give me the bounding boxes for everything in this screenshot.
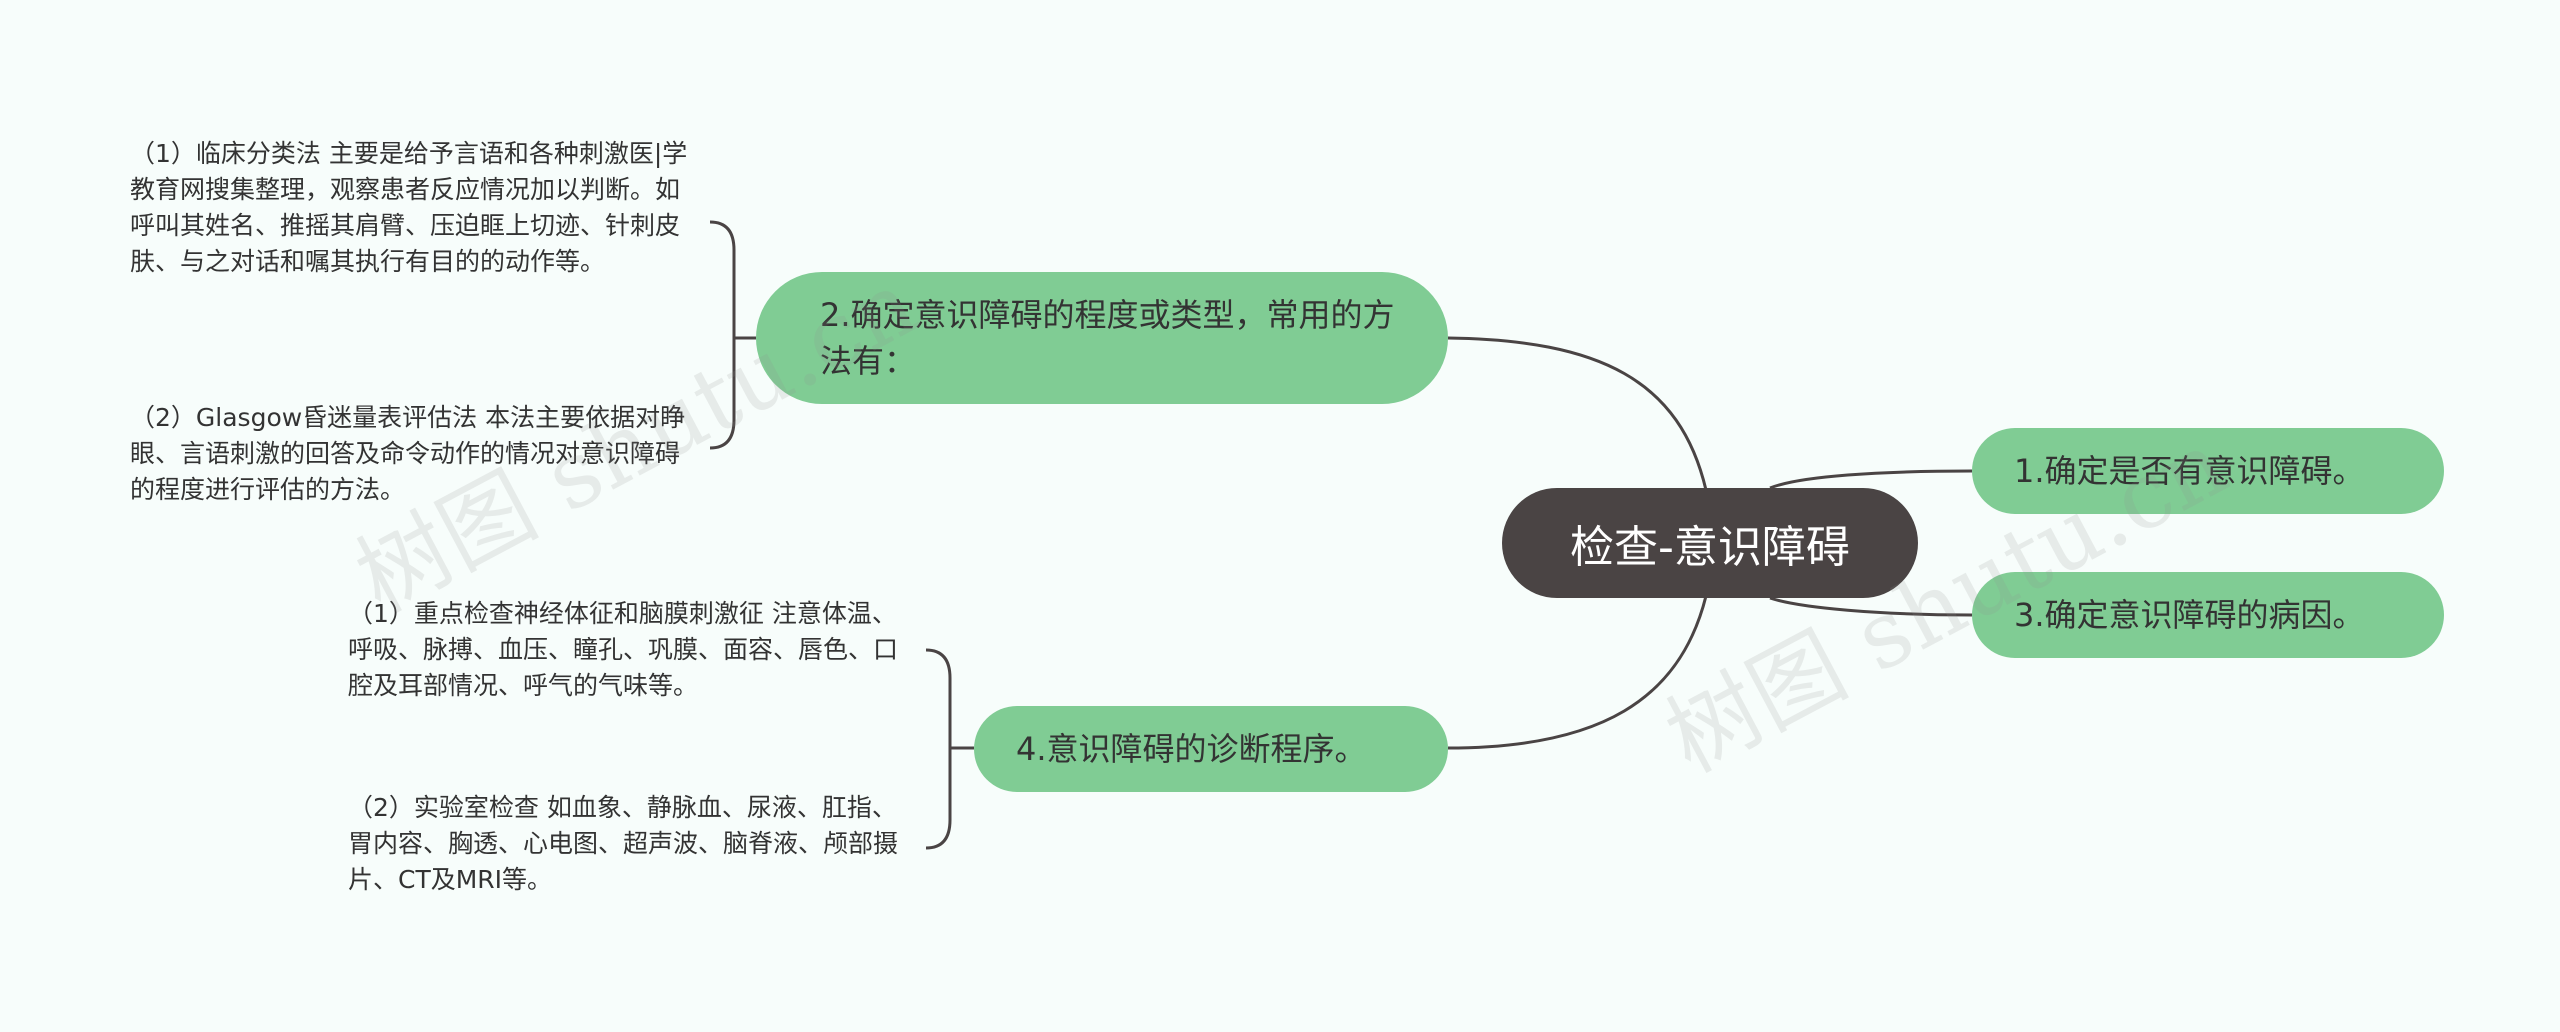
branch-node-3[interactable]: 3.确定意识障碍的病因。: [1972, 572, 2444, 658]
branch-label-1: 1.确定是否有意识障碍。: [2014, 452, 2365, 490]
branch-label-4: 4.意识障碍的诊断程序。: [1016, 730, 1367, 768]
branch-node-1[interactable]: 1.确定是否有意识障碍。: [1972, 428, 2444, 514]
root-label: 检查-意识障碍: [1570, 522, 1850, 573]
branch-label-2: 2.确定意识障碍的程度或类型，常用的方法有：: [820, 296, 1395, 380]
root-node[interactable]: 检查-意识障碍: [1502, 488, 1918, 598]
bracket-b4-top: [925, 648, 952, 850]
branch-node-2[interactable]: 2.确定意识障碍的程度或类型，常用的方法有：: [756, 272, 1448, 404]
link-root-b2: [1447, 336, 1708, 491]
link-root-b1: [1769, 469, 1973, 490]
branch-label-3: 3.确定意识障碍的病因。: [2014, 596, 2365, 634]
leaf-neuro-exam[interactable]: （1）重点检查神经体征和脑膜刺激征 注意体温、呼吸、脉搏、血压、瞳孔、巩膜、面容…: [348, 599, 899, 700]
bracket-b2-top: [709, 220, 736, 450]
branch-node-4[interactable]: 4.意识障碍的诊断程序。: [974, 706, 1448, 792]
link-root-b3: [1769, 596, 1973, 617]
leaf-glasgow-scale[interactable]: （2）Glasgow昏迷量表评估法 本法主要依据对睁眼、言语刺激的回答及命令动作…: [130, 403, 686, 504]
leaf-clinical-classification[interactable]: （1）临床分类法 主要是给予言语和各种刺激医|学教育网搜集整理，观察患者反应情况…: [130, 139, 688, 276]
leaf-lab-exam[interactable]: （2）实验室检查 如血象、静脉血、尿液、肛指、胃内容、胸透、心电图、超声波、脑脊…: [348, 793, 899, 894]
link-root-b4: [1447, 595, 1708, 750]
